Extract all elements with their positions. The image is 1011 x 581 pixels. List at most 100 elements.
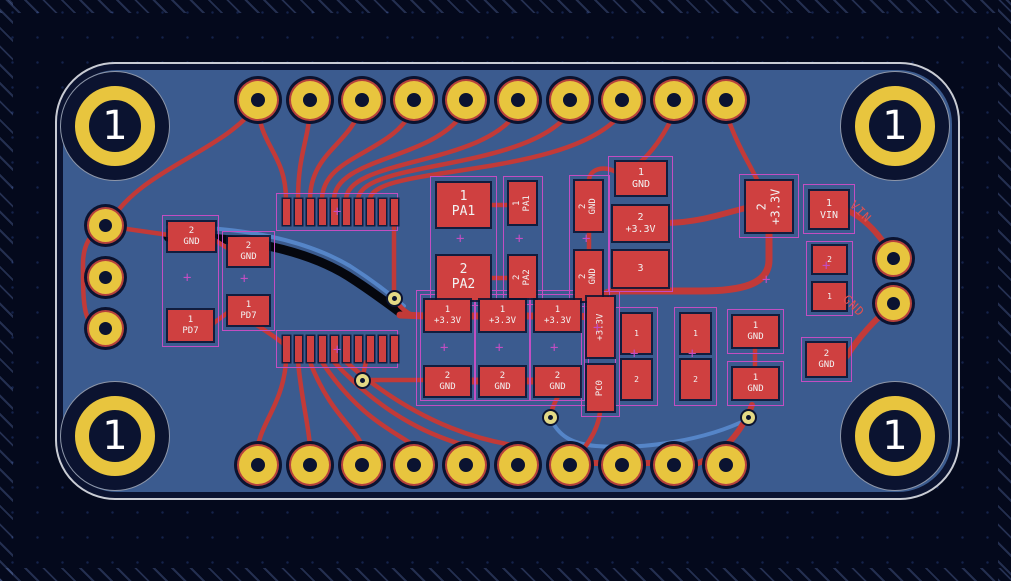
connector-smd-pad[interactable] bbox=[379, 199, 386, 225]
side-pad-right[interactable] bbox=[877, 287, 910, 320]
pin-pad-top[interactable] bbox=[499, 81, 537, 119]
top-trace[interactable] bbox=[319, 103, 417, 203]
connector-smd-pad[interactable] bbox=[295, 199, 302, 225]
connector-smd-pad[interactable] bbox=[355, 336, 362, 362]
bottom-trace[interactable] bbox=[166, 224, 406, 308]
pin-pad-top[interactable] bbox=[447, 81, 485, 119]
via[interactable] bbox=[356, 374, 369, 387]
smd-pad[interactable]: 1 bbox=[622, 314, 651, 353]
smd-pad[interactable]: 1+3.3V bbox=[425, 300, 470, 331]
side-pad-left[interactable] bbox=[89, 312, 122, 345]
connector-smd-pad[interactable] bbox=[319, 336, 326, 362]
smd-pad[interactable]: 1 bbox=[681, 314, 710, 353]
pin-pad-top[interactable] bbox=[395, 81, 433, 119]
top-trace[interactable] bbox=[343, 359, 521, 449]
copper-pour-zone[interactable] bbox=[63, 70, 952, 492]
mounting-hole[interactable]: 1 bbox=[58, 69, 172, 183]
connector-smd-pad[interactable] bbox=[367, 336, 374, 362]
connector-smd-pad[interactable] bbox=[355, 199, 362, 225]
pin-pad-top[interactable] bbox=[291, 81, 329, 119]
pin-pad-top[interactable] bbox=[551, 81, 589, 119]
top-trace[interactable] bbox=[319, 359, 417, 449]
top-trace[interactable] bbox=[586, 166, 621, 184]
pin-pad-top[interactable] bbox=[655, 81, 693, 119]
connector-smd-pad[interactable] bbox=[391, 199, 398, 225]
via[interactable] bbox=[544, 411, 557, 424]
pin-pad-top[interactable] bbox=[239, 81, 277, 119]
smd-pad[interactable]: 2+3.3V bbox=[613, 206, 668, 241]
top-trace[interactable] bbox=[107, 101, 261, 225]
pin-pad-bottom[interactable] bbox=[551, 446, 589, 484]
top-trace[interactable] bbox=[255, 359, 289, 449]
smd-pad[interactable]: 2 bbox=[622, 360, 651, 399]
pin-pad-bottom[interactable] bbox=[239, 446, 277, 484]
top-trace[interactable] bbox=[295, 359, 313, 449]
smd-pad[interactable]: 1 bbox=[813, 283, 846, 310]
smd-pad[interactable]: 2 bbox=[813, 246, 846, 273]
mounting-hole[interactable]: 1 bbox=[58, 379, 172, 493]
connector-smd-pad[interactable] bbox=[283, 336, 290, 362]
smd-pad[interactable]: 2 bbox=[681, 360, 710, 399]
pin-pad-top[interactable] bbox=[343, 81, 381, 119]
top-trace[interactable] bbox=[331, 105, 469, 203]
dark-trace[interactable] bbox=[163, 232, 407, 319]
smd-pad[interactable]: 2+3.3V bbox=[746, 181, 792, 232]
via[interactable] bbox=[742, 411, 755, 424]
connector-smd-pad[interactable] bbox=[283, 199, 290, 225]
smd-pad[interactable]: 1+3.3V bbox=[535, 300, 580, 331]
top-trace[interactable] bbox=[331, 359, 469, 449]
mounting-hole[interactable]: 1 bbox=[838, 379, 952, 493]
smd-pad[interactable]: +3.3V bbox=[587, 297, 614, 357]
connector-smd-pad[interactable] bbox=[379, 336, 386, 362]
connector-smd-pad[interactable] bbox=[343, 199, 350, 225]
top-trace[interactable] bbox=[396, 311, 431, 320]
connector-smd-pad[interactable] bbox=[307, 336, 314, 362]
top-trace[interactable] bbox=[343, 107, 521, 203]
smd-pad[interactable]: PC0 bbox=[587, 365, 614, 411]
pin-pad-top[interactable] bbox=[603, 81, 641, 119]
mounting-hole[interactable]: 1 bbox=[838, 69, 952, 183]
pin-pad-bottom[interactable] bbox=[707, 446, 745, 484]
pin-pad-top[interactable] bbox=[707, 81, 745, 119]
connector-smd-pad[interactable] bbox=[295, 336, 302, 362]
top-trace[interactable] bbox=[367, 110, 625, 203]
top-trace[interactable] bbox=[208, 308, 233, 328]
connector-smd-pad[interactable] bbox=[343, 336, 350, 362]
smd-pad[interactable]: 1+3.3V bbox=[480, 300, 525, 331]
connector-smd-pad[interactable] bbox=[331, 199, 338, 225]
connector-smd-pad[interactable] bbox=[319, 199, 326, 225]
pin-pad-bottom[interactable] bbox=[395, 446, 433, 484]
pin-pad-bottom[interactable] bbox=[499, 446, 537, 484]
side-pad-left[interactable] bbox=[89, 261, 122, 294]
top-trace[interactable] bbox=[723, 110, 761, 185]
connector-smd-pad[interactable] bbox=[391, 336, 398, 362]
via[interactable] bbox=[388, 292, 401, 305]
connector-smd-pad[interactable] bbox=[331, 336, 338, 362]
side-pad-right[interactable] bbox=[877, 242, 910, 275]
pin-pad-bottom[interactable] bbox=[343, 446, 381, 484]
pin-pad-bottom[interactable] bbox=[291, 446, 329, 484]
connector-smd-pad[interactable] bbox=[367, 199, 374, 225]
pin-pad-bottom[interactable] bbox=[655, 446, 693, 484]
pin-pad-bottom[interactable] bbox=[603, 446, 641, 484]
side-pad-left[interactable] bbox=[89, 209, 122, 242]
pin-pad-bottom[interactable] bbox=[447, 446, 485, 484]
connector-smd-pad[interactable] bbox=[307, 199, 314, 225]
